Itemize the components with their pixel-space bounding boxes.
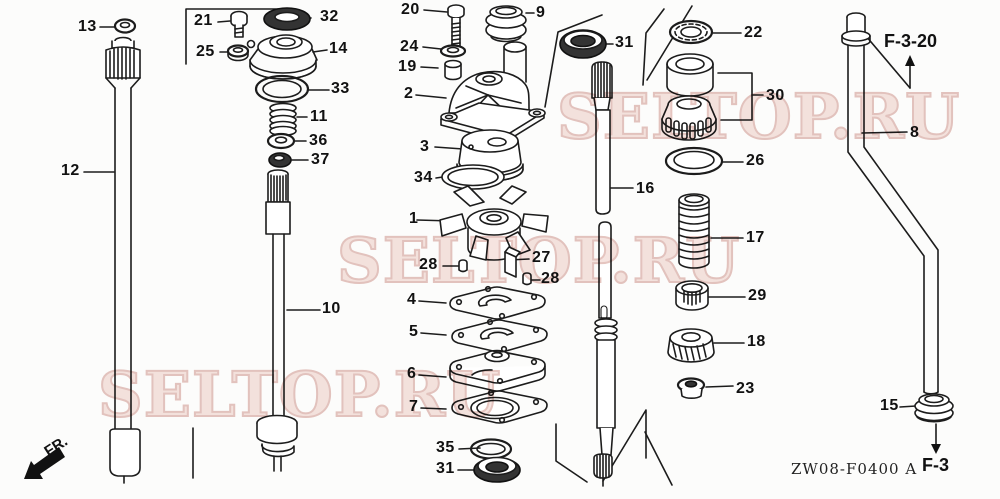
lower-housing-6-drawing: [449, 349, 546, 392]
part-label-21: 21: [194, 12, 213, 29]
pump-housing-2-drawing: [440, 41, 546, 143]
part-label-34: 34: [414, 169, 433, 186]
bearing-30-cone-drawing: [661, 95, 717, 141]
part-label-19: 19: [398, 58, 417, 75]
part-label-31: 31: [436, 460, 455, 477]
part-label-9: 9: [536, 4, 546, 21]
watermark-seltop: SELTOP.RU: [97, 357, 502, 432]
bolt-21-drawing: [230, 10, 248, 38]
part-label-32: 32: [320, 8, 339, 25]
watermark-seltop: SELTOP.RU: [336, 223, 741, 298]
pump-shaft-10-drawing: [256, 169, 298, 472]
grommet-15-drawing: [914, 393, 954, 423]
part-label-31: 31: [615, 34, 634, 51]
part-label-11: 11: [310, 108, 328, 125]
part-label-30: 30: [766, 87, 785, 104]
collar-19-drawing: [444, 59, 462, 81]
part-label-28: 28: [419, 256, 438, 273]
part-label-16: 16: [636, 180, 655, 197]
diagram-code: ZW08-F0400 A: [791, 460, 918, 478]
f-3-arrow-icon: [931, 423, 941, 454]
front-direction-arrow-icon: [24, 447, 65, 479]
watermark-seltop: SELTOP.RU: [556, 79, 961, 154]
bolt-20-drawing: [447, 4, 465, 52]
part-label-3: 3: [420, 138, 430, 155]
part-label-2: 2: [404, 85, 414, 102]
part-label-10: 10: [322, 300, 341, 317]
ref-label-f-3: F-3: [922, 455, 949, 475]
water-tube-8-drawing: [841, 12, 939, 395]
pin-28-left-drawing: [458, 259, 468, 273]
seal-housing-14-drawing: [246, 34, 318, 80]
part-label-29: 29: [748, 287, 767, 304]
gasket-7-drawing: [451, 389, 548, 424]
part-label-5: 5: [409, 323, 419, 340]
clip-37-drawing: [268, 152, 292, 168]
bearing-retainer-22-drawing: [668, 19, 714, 45]
pinion-gear-18-drawing: [667, 328, 715, 363]
part-label-35: 35: [436, 439, 455, 456]
part-label-20: 20: [401, 1, 420, 18]
washer-26-drawing: [664, 146, 724, 176]
needle-bearing-29-drawing: [675, 280, 709, 311]
part-label-22: 22: [744, 24, 763, 41]
plate-4-drawing: [449, 285, 546, 320]
oil-seal-31-top-drawing: [559, 29, 607, 59]
circlip-13-drawing: [113, 18, 137, 34]
part-label-14: 14: [329, 40, 348, 57]
part-label-4: 4: [407, 291, 417, 308]
seal-32-drawing: [263, 7, 311, 31]
part-label-36: 36: [309, 132, 328, 149]
impeller-1-drawing: [439, 185, 549, 261]
part-label-15: 15: [880, 397, 899, 414]
washer-36-drawing: [266, 132, 296, 150]
woodruff-key-27-drawing: [504, 246, 521, 278]
f-3-20-arrow-icon: [905, 55, 915, 89]
ref-label-f-3-20: F-3-20: [884, 31, 938, 51]
vertical-shaft-12-drawing: [105, 36, 141, 484]
pin-28-right-drawing: [522, 272, 532, 286]
splined-sleeve-17-drawing: [678, 193, 710, 269]
grommet-9-drawing: [485, 5, 527, 43]
part-label-8: 8: [910, 124, 920, 141]
spring-11-drawing: [269, 102, 297, 137]
part-label-17: 17: [746, 229, 765, 246]
nut-25-drawing: [226, 44, 250, 62]
part-label-7: 7: [409, 398, 419, 415]
part-label-33: 33: [331, 80, 350, 97]
part-label-13: 13: [78, 18, 97, 35]
gasket-5-drawing: [451, 318, 548, 353]
o-ring-35-drawing: [469, 438, 513, 460]
oil-seal-31-bottom-drawing: [473, 456, 521, 483]
part-label-6: 6: [407, 365, 417, 382]
part-label-12: 12: [61, 162, 80, 179]
castle-nut-23-drawing: [676, 377, 706, 400]
o-ring-33-drawing: [254, 74, 310, 104]
part-label-18: 18: [747, 333, 766, 350]
part-label-24: 24: [400, 38, 419, 55]
part-label-28: 28: [541, 270, 560, 287]
gasket-34-drawing: [441, 164, 505, 190]
vertical-shaft-16-drawing: [591, 61, 618, 487]
washer-24-drawing: [439, 44, 467, 58]
part-label-23: 23: [736, 380, 755, 397]
part-label-37: 37: [311, 151, 330, 168]
part-label-25: 25: [196, 43, 215, 60]
part-label-1: 1: [409, 210, 419, 227]
part-label-27: 27: [532, 249, 551, 266]
part-label-26: 26: [746, 152, 765, 169]
